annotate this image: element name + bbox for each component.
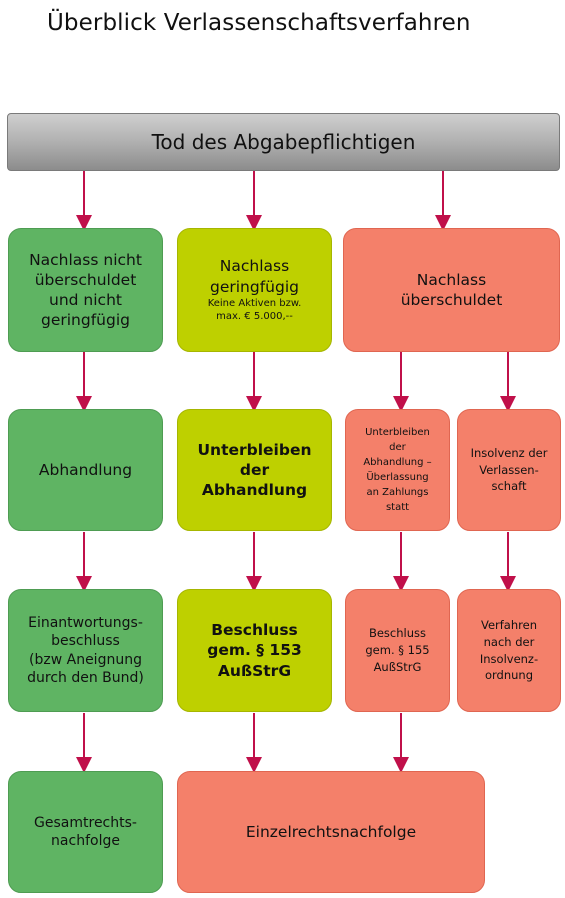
node-abhandlung-label: Abhandlung xyxy=(38,460,133,479)
node-not-overindebted-label: Nachlass nicht überschuldet und nicht ge… xyxy=(29,250,142,330)
node-minor: Nachlass geringfügig Keine Aktiven bzw. … xyxy=(177,228,332,352)
node-beschluss155-label: Beschluss gem. § 155 AußStrG xyxy=(365,626,430,674)
node-ueberlassung-label: Unterbleiben der Abhandlung – Überlassun… xyxy=(363,427,432,513)
node-beschluss153-label: Beschluss gem. § 153 AußStrG xyxy=(207,621,302,680)
node-unterbleiben: Unterbleiben der Abhandlung xyxy=(177,409,332,531)
node-overindebted: Nachlass überschuldet xyxy=(343,228,560,352)
node-minor-label: Nachlass geringfügig xyxy=(210,257,299,296)
node-gesamtrechtsnachfolge: Gesamtrechts- nachfolge xyxy=(8,771,163,893)
node-beschluss155: Beschluss gem. § 155 AußStrG xyxy=(345,589,450,712)
node-not-overindebted: Nachlass nicht überschuldet und nicht ge… xyxy=(8,228,163,352)
node-einantwortung-label: Einantwortungs- beschluss (bzw Aneignung… xyxy=(27,615,144,686)
node-einzelrechtsnachfolge-label: Einzelrechtsnachfolge xyxy=(245,822,417,841)
start-node: Tod des Abgabepflichtigen xyxy=(7,113,560,171)
node-beschluss153: Beschluss gem. § 153 AußStrG xyxy=(177,589,332,712)
node-insolvenzordnung-label: Verfahren nach der Insolvenz- ordnung xyxy=(479,618,539,683)
page-title: Überblick Verlassenschaftsverfahren xyxy=(47,10,471,36)
node-minor-note: Keine Aktiven bzw. max. € 5.000,-- xyxy=(207,297,302,323)
node-unterbleiben-label: Unterbleiben der Abhandlung xyxy=(197,440,312,500)
node-abhandlung: Abhandlung xyxy=(8,409,163,531)
node-insolvenz-label: Insolvenz der Verlassen- schaft xyxy=(470,445,548,494)
node-gesamtrechtsnachfolge-label: Gesamtrechts- nachfolge xyxy=(34,814,137,849)
node-ueberlassung: Unterbleiben der Abhandlung – Überlassun… xyxy=(345,409,450,531)
start-node-label: Tod des Abgabepflichtigen xyxy=(151,130,416,154)
node-einantwortung: Einantwortungs- beschluss (bzw Aneignung… xyxy=(8,589,163,712)
node-overindebted-label: Nachlass überschuldet xyxy=(400,270,503,309)
node-insolvenzordnung: Verfahren nach der Insolvenz- ordnung xyxy=(457,589,561,712)
node-insolvenz: Insolvenz der Verlassen- schaft xyxy=(457,409,561,531)
node-einzelrechtsnachfolge: Einzelrechtsnachfolge xyxy=(177,771,485,893)
